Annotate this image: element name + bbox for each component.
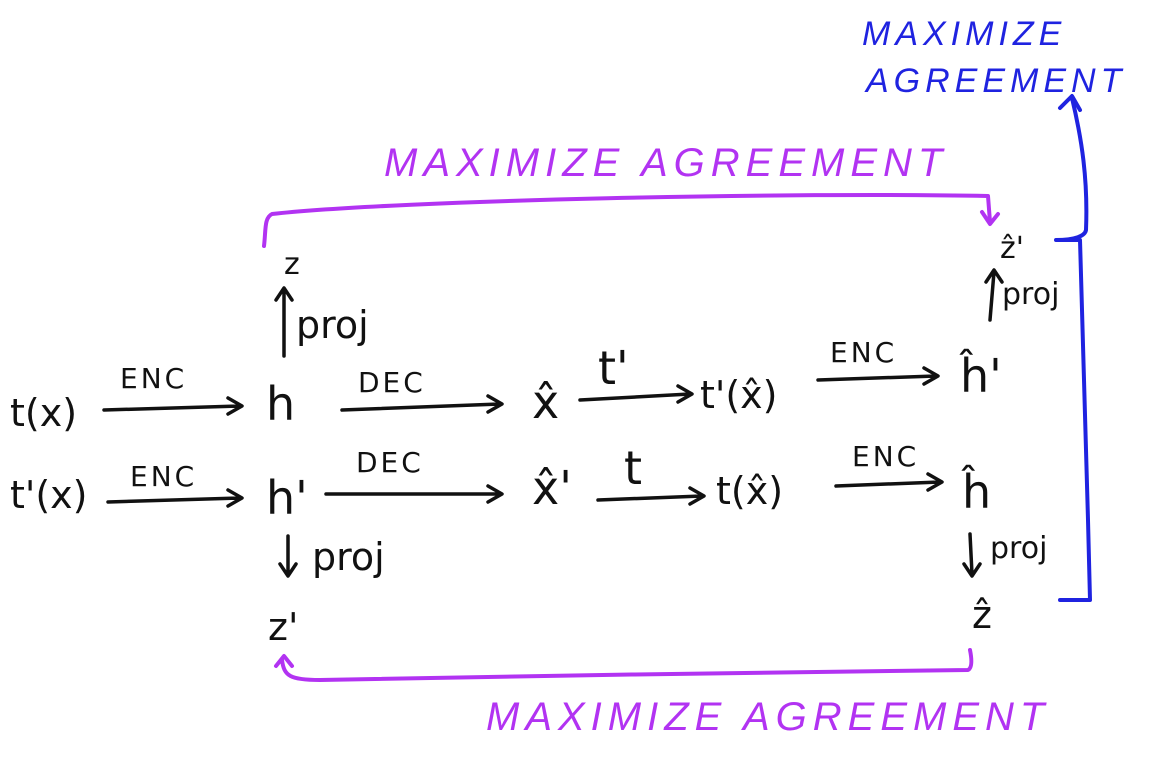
proj-right-bottom-arrow [962, 532, 982, 578]
purple-bottom-bracket [280, 648, 974, 682]
row1-enc-label: ENC [120, 362, 187, 395]
row1-enc2-label: ENC [830, 336, 897, 369]
zhat-bottom: ẑ [972, 593, 992, 637]
row2-h-prime: h' [266, 471, 308, 525]
row1-input: t(x) [10, 391, 77, 435]
proj-bottom-arrow [278, 534, 298, 578]
row1-enc-arrow [102, 396, 244, 416]
row1-enc2-arrow [816, 366, 940, 386]
blue-agreement-arrowhead [1058, 94, 1082, 112]
proj-top-arrow [274, 286, 294, 358]
row2-xhat-prime: x̂' [532, 461, 572, 515]
row2-dec-label: DEC [356, 446, 424, 479]
proj-bottom-label: proj [312, 535, 385, 579]
row1-xhat: x̂ [532, 375, 559, 429]
row1-h: h [266, 377, 295, 431]
proj-top-label: proj [296, 303, 369, 347]
purple-bottom-arrowhead [274, 654, 294, 668]
purple-bottom-label: MAXIMIZE AGREEMENT [486, 695, 1050, 739]
blue-agreement-connector [1054, 96, 1089, 242]
purple-top-label: MAXIMIZE AGREEMENT [384, 141, 948, 185]
blue-label-line2: AGREEMENT [864, 62, 1126, 100]
purple-top-arrowhead [980, 210, 1000, 226]
z-top: z [284, 247, 300, 282]
row2-t: t [624, 441, 642, 495]
row2-t-arrow [596, 486, 706, 506]
row1-dec-label: DEC [358, 366, 426, 399]
blue-bracket [1056, 238, 1092, 602]
row1-t-prime: t' [598, 341, 629, 395]
row2-enc2-label: ENC [852, 440, 919, 473]
z-prime-bottom: z' [268, 605, 298, 649]
row2-t-xhat: t(x̂) [716, 469, 783, 513]
row2-hhat: ĥ [961, 465, 991, 519]
zhat-prime-top: ẑ' [1000, 231, 1024, 266]
purple-top-bracket [262, 192, 992, 248]
row2-enc-arrow [106, 488, 244, 508]
row1-hhat-prime: ĥ' [959, 349, 1002, 403]
row1-dec-arrow [340, 394, 504, 414]
row2-dec-arrow [324, 484, 504, 504]
proj-right-top-label: proj [1002, 277, 1059, 312]
blue-label-line1: MAXIMIZE [862, 15, 1066, 53]
proj-right-bottom-label: proj [990, 531, 1047, 566]
proj-right-top-arrow [984, 268, 1004, 322]
row2-enc-label: ENC [130, 460, 197, 493]
row2-enc2-arrow [834, 472, 944, 492]
row1-t-prime-arrow [578, 384, 694, 404]
row1-t-prime-xhat: t'(x̂) [700, 373, 777, 417]
row2-input: t'(x) [10, 473, 87, 517]
